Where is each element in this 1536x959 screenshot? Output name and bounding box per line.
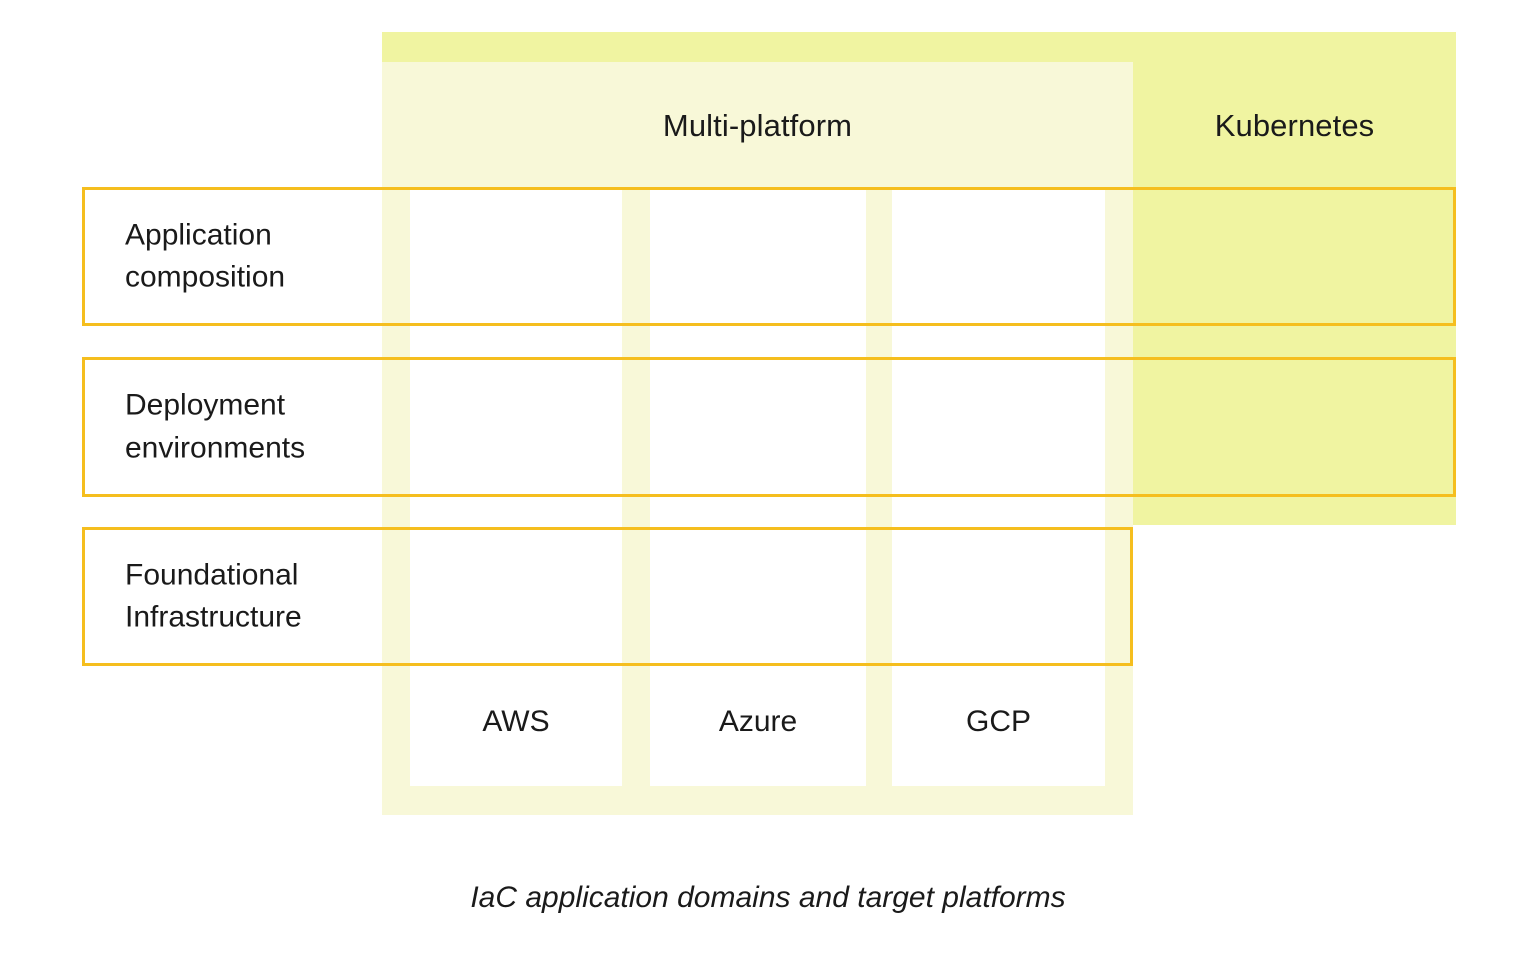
figure-caption: IaC application domains and target platf… — [470, 881, 1066, 914]
platform-group-header-multi-platform: Multi-platform — [662, 108, 853, 143]
domain-label-application-composition: Application composition — [125, 217, 286, 294]
platform-column-azure — [650, 187, 866, 786]
domain-label-foundational-infrastructure: Foundational Infrastructure — [125, 557, 302, 634]
domain-row-application-composition: Application composition — [82, 187, 1456, 326]
domain-row-deployment-environments: Deployment environments — [82, 357, 1456, 497]
platform-label-aws: AWS — [482, 705, 550, 738]
domain-label-deployment-environments: Deployment environments — [125, 388, 306, 464]
platform-group-header-kubernetes: Kubernetes — [1214, 108, 1375, 143]
platform-column-gcp — [892, 187, 1105, 786]
platform-column-aws — [410, 187, 622, 786]
domain-row-foundational-infrastructure: Foundational Infrastructure — [82, 527, 1133, 666]
platform-label-azure: Azure — [718, 705, 798, 738]
platform-label-gcp: GCP — [965, 705, 1031, 738]
